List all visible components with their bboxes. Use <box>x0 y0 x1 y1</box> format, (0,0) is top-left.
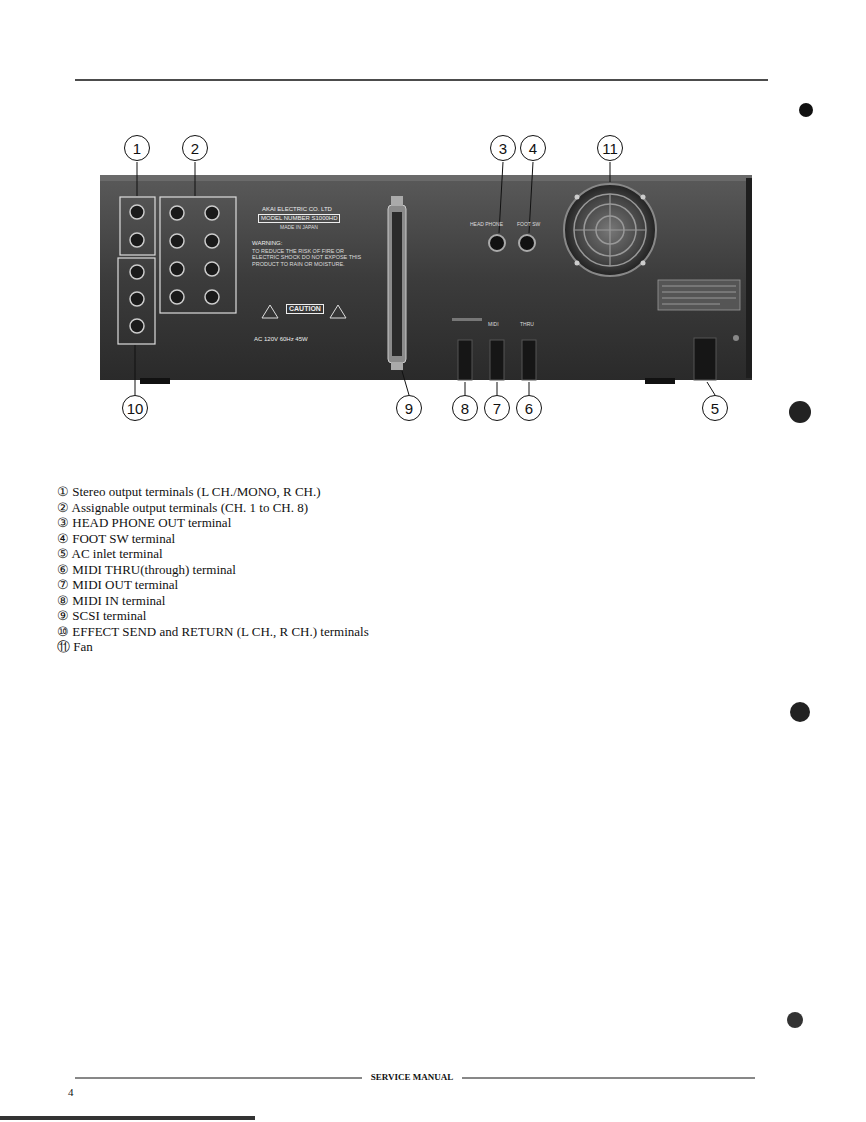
panel-text: MADE IN JAPAN <box>280 225 318 231</box>
callout-number: 8 <box>461 401 469 416</box>
page-number: 4 <box>68 1086 74 1099</box>
callout-number: 7 <box>493 401 501 416</box>
callout-circle: 11 <box>597 135 623 161</box>
legend-line: ⑥ MIDI THRU(through) terminal <box>57 563 236 578</box>
callout-circle: 7 <box>484 395 510 421</box>
panel-text: HEAD PHONE <box>470 222 503 228</box>
callout-number: 1 <box>133 141 141 156</box>
legend-line: ① Stereo output terminals (L CH./MONO, R… <box>57 485 321 500</box>
legend-line: ⑩ EFFECT SEND and RETURN (L CH., R CH.) … <box>57 625 369 640</box>
callout-number: 6 <box>525 401 533 416</box>
callout-circle: 10 <box>122 395 148 421</box>
panel-text: MIDI <box>488 322 499 328</box>
footer-title: SERVICE MANUAL <box>371 1072 453 1082</box>
callout-circle: 1 <box>124 135 150 161</box>
legend-line: ⑨ SCSI terminal <box>57 609 146 624</box>
panel-text: AC 120V 60Hz 45W <box>254 336 308 343</box>
legend-line: ③ HEAD PHONE OUT terminal <box>57 516 231 531</box>
legend-line: ④ FOOT SW terminal <box>57 532 175 547</box>
legend-line: ⑤ AC inlet terminal <box>57 547 163 562</box>
callout-circle: 3 <box>490 135 516 161</box>
panel-text: FOOT SW <box>517 222 540 228</box>
callout-circle: 9 <box>396 395 422 421</box>
callout-number: 10 <box>127 401 144 416</box>
callout-circle: 8 <box>452 395 478 421</box>
callout-circle: 6 <box>516 395 542 421</box>
callout-circle: 4 <box>520 135 546 161</box>
callout-circle: 5 <box>702 395 728 421</box>
legend-line: ⑪ Fan <box>57 640 93 655</box>
panel-text: MODEL NUMBER S1000HD <box>258 214 340 223</box>
callout-circle: 2 <box>182 135 208 161</box>
panel-text: WARNING: <box>252 240 282 247</box>
callout-number: 3 <box>499 141 507 156</box>
panel-text: CAUTION <box>286 304 324 314</box>
panel-text: THRU <box>520 322 534 328</box>
legend-line: ⑦ MIDI OUT terminal <box>57 578 178 593</box>
panel-text: AKAI ELECTRIC CO. LTD <box>262 206 332 213</box>
legend-line: ⑧ MIDI IN terminal <box>57 594 165 609</box>
panel-text: TO REDUCE THE RISK OF FIRE OR ELECTRIC S… <box>252 248 367 267</box>
legend-line: ② Assignable output terminals (CH. 1 to … <box>57 501 308 516</box>
callout-number: 2 <box>191 141 199 156</box>
callout-number: 11 <box>602 141 618 156</box>
callout-number: 5 <box>711 401 719 416</box>
callout-number: 4 <box>529 141 537 156</box>
callout-number: 9 <box>405 401 413 416</box>
